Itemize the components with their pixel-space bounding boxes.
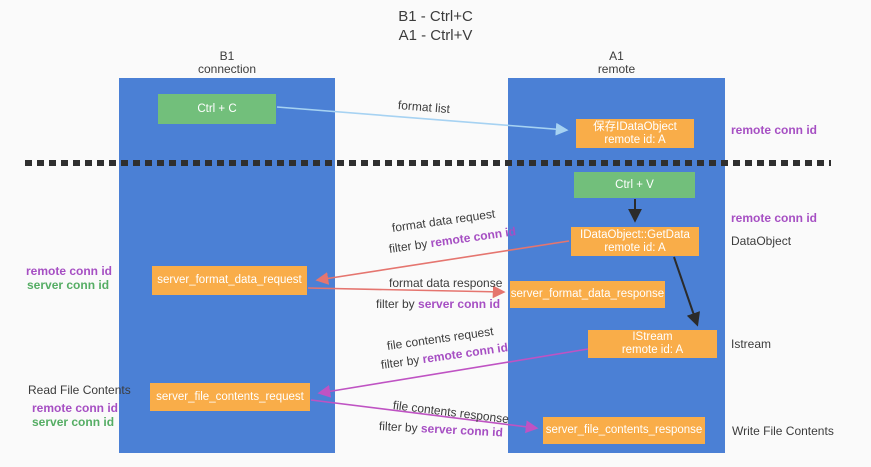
filter-by-text: filter by (388, 236, 429, 256)
side-label-read-file-contents: Read File Contents (28, 383, 131, 397)
title-line-2: A1 - Ctrl+V (398, 27, 473, 44)
side-label-remote-conn-id-left: remote conn id (26, 264, 113, 278)
node-getdata-line1: IDataObject::GetData (580, 228, 690, 241)
server-conn-id-text: server conn id (418, 297, 501, 311)
node-server-file-contents-response: server_file_contents_response (543, 417, 705, 444)
node-save-idataobject-line1: 保存IDataObject (593, 120, 677, 133)
side-label-remote-conn-id-top: remote conn id (731, 123, 818, 137)
edge-label-filter-server-1: filter by server conn id (376, 297, 500, 311)
lane-b1-subtitle: connection (197, 62, 257, 76)
node-server-file-contents-request: server_file_contents_request (150, 383, 310, 411)
side-label-remote-conn-id-mid: remote conn id (731, 211, 818, 225)
node-istream-line1: IStream (632, 331, 673, 343)
lane-header-a1: A1 remote (508, 50, 725, 76)
node-ctrl-c: Ctrl + C (158, 94, 276, 124)
filter-by-text: filter by (378, 419, 419, 436)
filter-by-text: filter by (380, 352, 421, 372)
edge-label-format-list: format list (397, 98, 451, 117)
lane-b1-title: B1 (219, 49, 235, 63)
node-save-idataobject: 保存IDataObject remote id: A (576, 119, 694, 148)
node-file-request-label: server_file_contents_request (156, 390, 304, 403)
lane-header-b1: B1 connection (119, 50, 335, 76)
remote-conn-id-text: remote conn id (429, 224, 517, 251)
node-istream-line2: remote id: A (621, 344, 684, 356)
node-istream: IStream remote id: A (588, 330, 717, 358)
node-server-format-data-response: server_format_data_response (510, 281, 665, 308)
edge-label-format-data-response: format data response (389, 276, 503, 290)
title-line-1: B1 - Ctrl+C (398, 8, 473, 25)
filter-by-text: filter by (376, 297, 415, 311)
side-label-remote-conn-id-bottom: remote conn id (32, 401, 119, 415)
node-save-idataobject-line2: remote id: A (604, 133, 666, 146)
node-file-response-label: server_file_contents_response (545, 424, 703, 436)
node-ctrl-c-label: Ctrl + C (197, 102, 237, 115)
node-ctrl-v: Ctrl + V (574, 172, 695, 198)
node-idataobject-getdata: IDataObject::GetData remote id: A (571, 227, 699, 256)
side-label-server-conn-id-left: server conn id (27, 278, 110, 292)
side-label-write-file-contents: Write File Contents (732, 424, 834, 438)
node-getdata-line2: remote id: A (604, 241, 666, 254)
side-label-istream: Istream (731, 337, 772, 351)
node-format-response-label: server_format_data_response (510, 288, 665, 300)
node-server-format-data-request: server_format_data_request (152, 266, 307, 295)
lane-a1-title: A1 (609, 49, 624, 63)
diagram-title: B1 - Ctrl+C A1 - Ctrl+V (0, 7, 871, 45)
side-label-server-conn-id-bottom: server conn id (32, 415, 115, 429)
side-label-dataobject: DataObject (731, 234, 792, 248)
server-conn-id-text: server conn id (420, 421, 504, 440)
node-format-request-label: server_format_data_request (157, 274, 302, 286)
lane-a1-subtitle: remote (597, 62, 636, 76)
node-ctrl-v-label: Ctrl + V (615, 178, 654, 191)
